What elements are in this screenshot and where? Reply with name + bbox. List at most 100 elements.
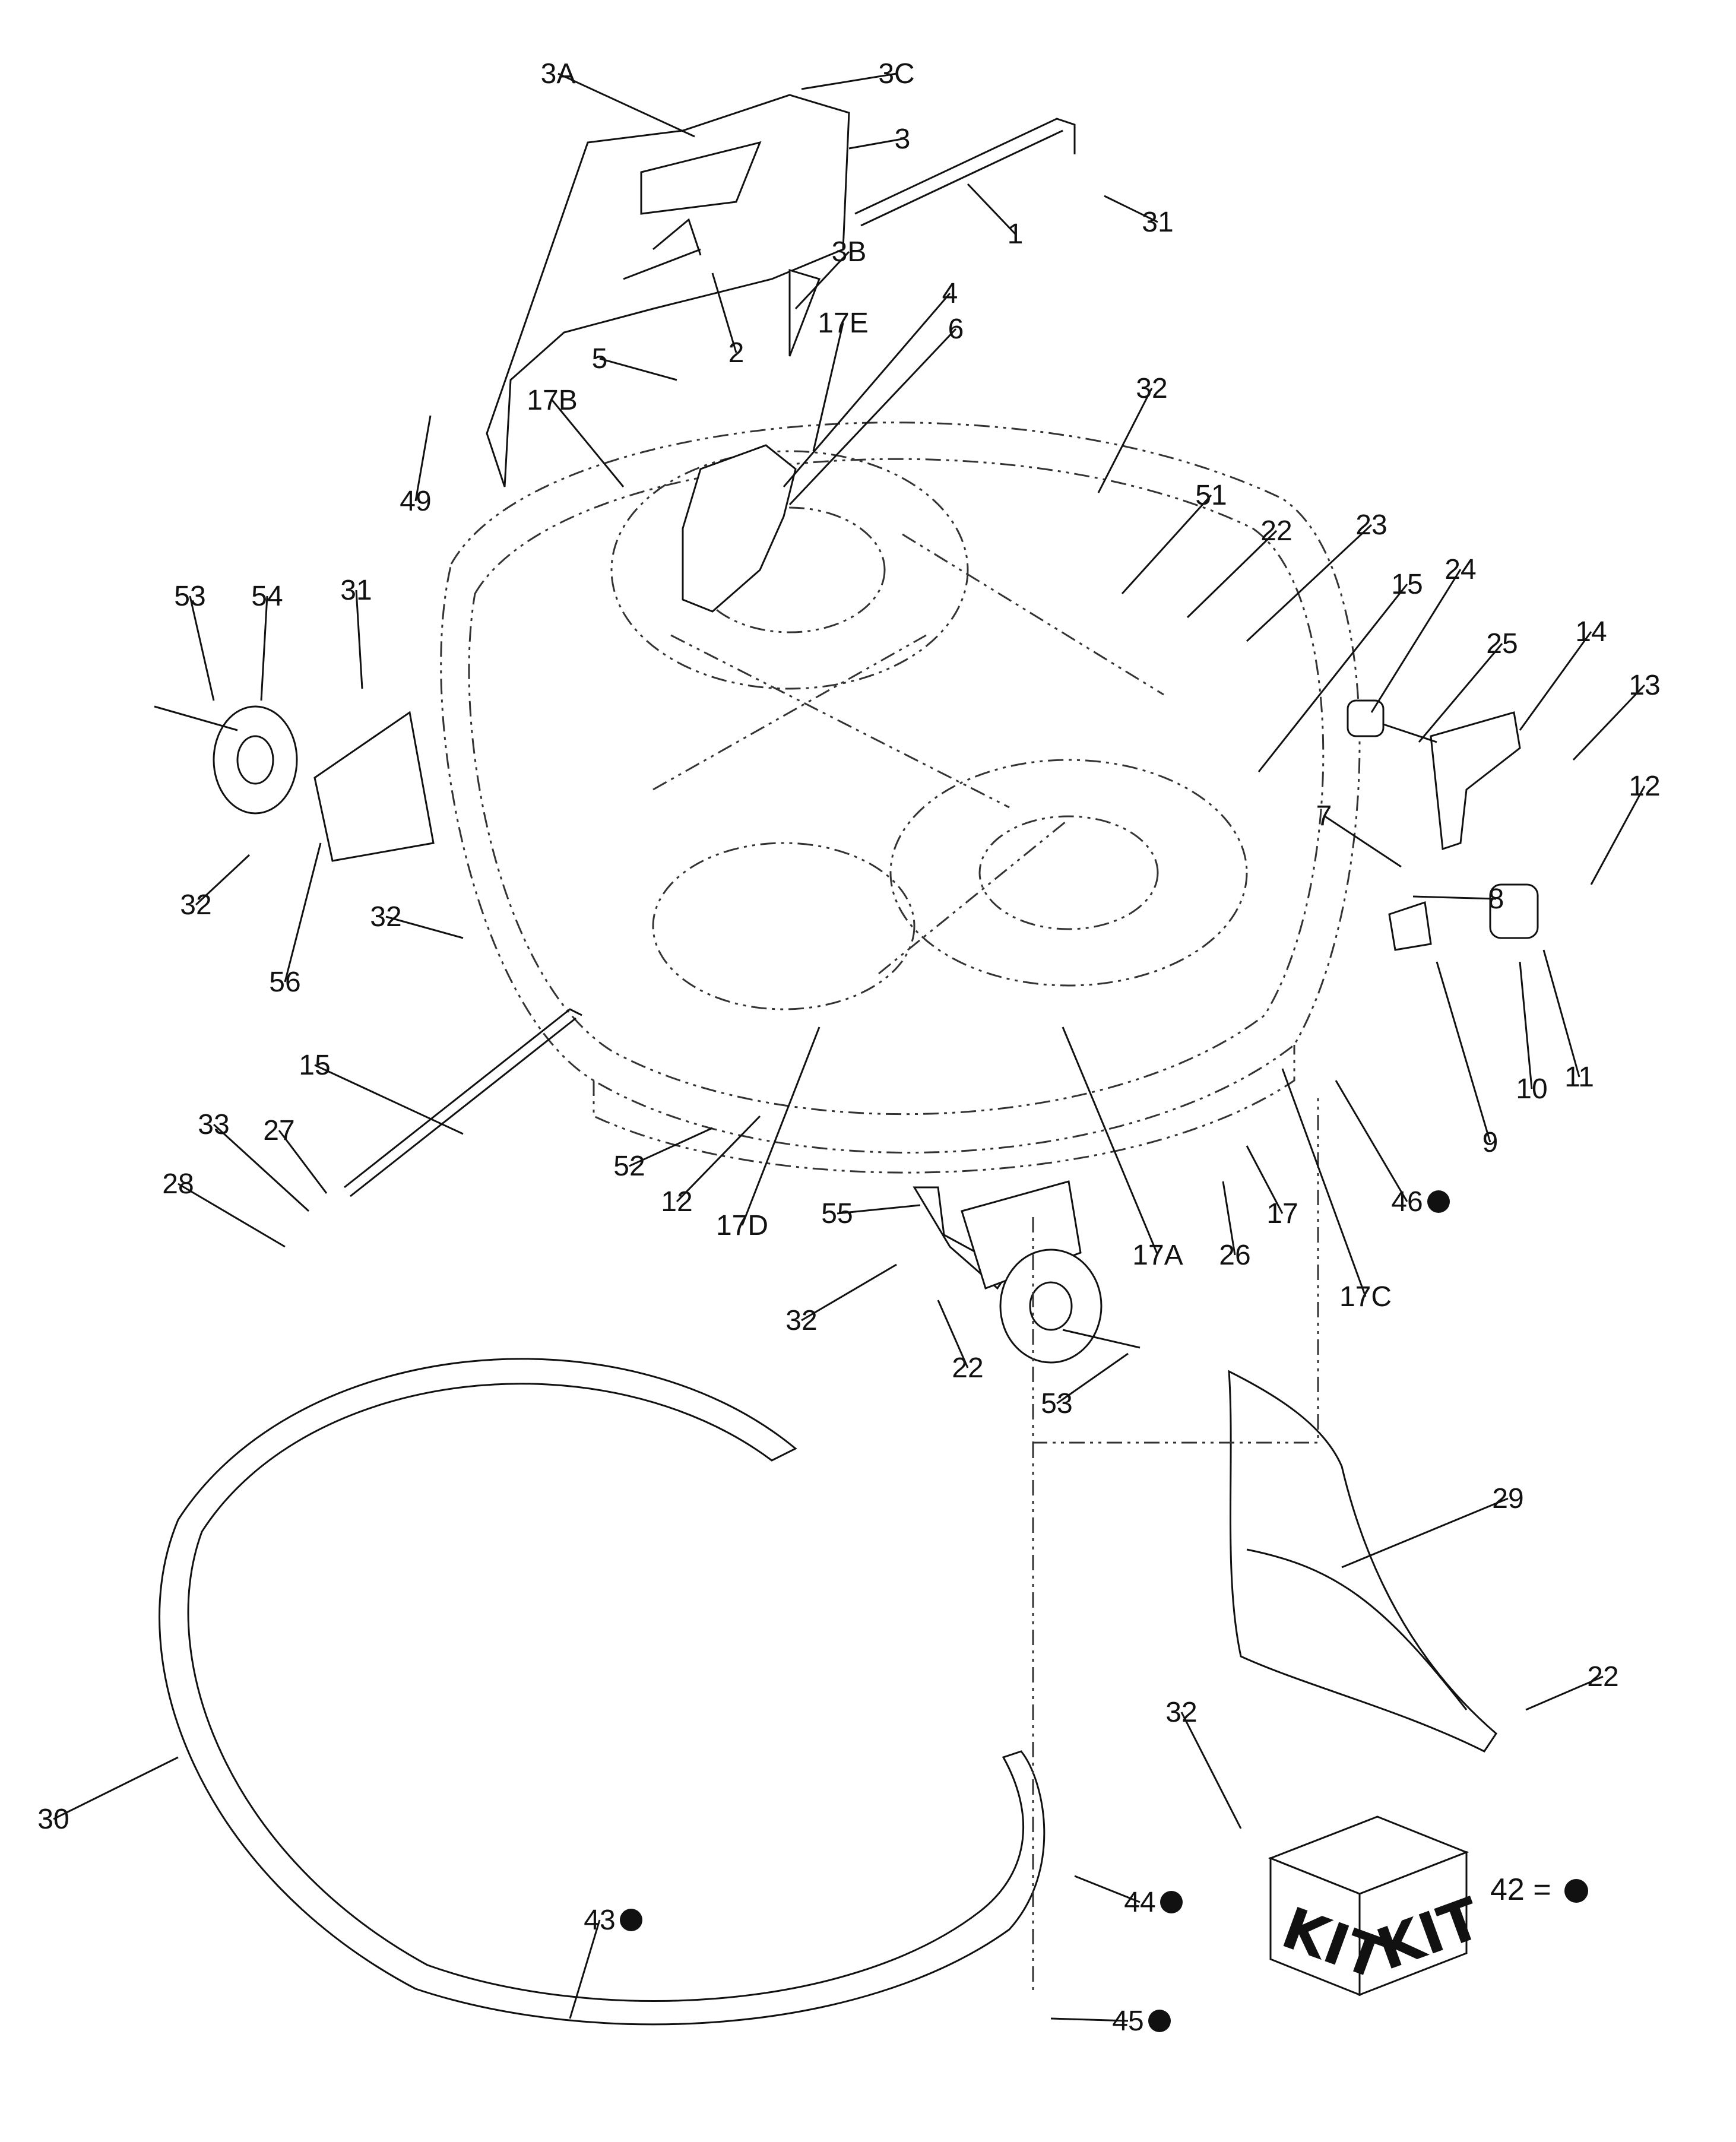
leader-c-3 [848, 138, 903, 150]
leader-c-15b [314, 1064, 464, 1135]
leader-c-26 [1222, 1181, 1236, 1256]
callout-32d: 32 [785, 1305, 817, 1336]
leader-c-44 [1074, 1875, 1141, 1903]
callout-3A: 3A [541, 58, 576, 90]
leader-c-23 [1246, 524, 1373, 642]
callout-4: 4 [942, 278, 958, 309]
leader-c-12a [1590, 785, 1646, 885]
callout-3: 3 [895, 123, 911, 155]
leader-c-17D [741, 1026, 821, 1226]
callout-53a: 53 [174, 581, 205, 612]
leader-c-2 [711, 272, 737, 353]
leader-c-3B [794, 251, 850, 310]
callout-26: 26 [1219, 1240, 1250, 1271]
leader-c-3A [557, 72, 695, 138]
callout-15b: 15 [299, 1050, 330, 1081]
leader-c-56 [284, 842, 322, 983]
leader-c-32a [1097, 388, 1153, 493]
kit-dot-44 [1160, 1891, 1183, 1913]
callout-2: 2 [728, 337, 745, 369]
leader-c-17 [1246, 1145, 1284, 1214]
leader-c-12b [676, 1115, 761, 1203]
callout-17A: 17A [1132, 1240, 1183, 1271]
callout-32b: 32 [180, 889, 211, 921]
callout-9: 9 [1482, 1127, 1499, 1158]
leader-c-31a [1104, 195, 1158, 223]
callout-17: 17 [1266, 1198, 1298, 1230]
callout-12a: 12 [1629, 771, 1660, 802]
kit-dot-46 [1427, 1190, 1450, 1213]
callout-17E: 17E [818, 308, 868, 339]
leader-c-10 [1519, 961, 1533, 1089]
leader-c-46 [1335, 1080, 1408, 1202]
callout-27: 27 [263, 1115, 294, 1146]
leader-c-43 [569, 1919, 601, 2019]
leader-c-17E [812, 322, 844, 452]
callout-1: 1 [1008, 218, 1024, 250]
callout-22b: 22 [952, 1352, 983, 1384]
leader-c-22c [1525, 1675, 1604, 1711]
callout-28: 28 [162, 1168, 194, 1200]
belt-shield-30 [159, 1358, 1046, 2026]
leader-c-7 [1323, 815, 1402, 868]
chute-4 [682, 444, 797, 613]
callout-17C: 17C [1339, 1281, 1392, 1313]
leader-c-22b [937, 1300, 969, 1368]
callout-23: 23 [1355, 509, 1387, 541]
callout-43: 43 [584, 1905, 615, 1936]
kit-dot-45 [1148, 2010, 1171, 2032]
leader-c-17B [551, 400, 625, 487]
callout-32e: 32 [1165, 1697, 1197, 1728]
callout-22a: 22 [1260, 515, 1292, 547]
wheel-bracket-56 [154, 705, 435, 862]
leader-c-3C [801, 72, 897, 90]
shield-29 [1228, 1370, 1497, 1753]
callout-32c: 32 [370, 901, 401, 933]
callout-44: 44 [1124, 1887, 1155, 1918]
callout-25: 25 [1486, 628, 1518, 660]
callout-17D: 17D [716, 1210, 768, 1241]
leader-c-15a [1257, 584, 1408, 772]
leader-c-25 [1418, 643, 1503, 743]
callout-8: 8 [1488, 883, 1504, 915]
leader-c-53b [1056, 1352, 1129, 1405]
leader-c-1 [967, 183, 1016, 235]
callout-53b: 53 [1041, 1388, 1072, 1419]
leader-c-22a [1186, 530, 1278, 619]
leader-c-32c [385, 915, 464, 939]
callout-12b: 12 [661, 1186, 692, 1218]
callout-14: 14 [1575, 616, 1607, 648]
leader-c-29 [1341, 1497, 1509, 1569]
leader-c-6 [788, 328, 957, 506]
leader-c-24 [1370, 569, 1462, 713]
callout-29: 29 [1492, 1483, 1523, 1514]
leader-c-49 [414, 415, 432, 502]
callout-5: 5 [592, 343, 608, 375]
callout-46: 46 [1391, 1186, 1423, 1218]
callout-3B: 3B [832, 236, 867, 268]
leader-c-31b [355, 590, 363, 689]
leader-c-14 [1519, 631, 1592, 731]
leader-c-30 [53, 1756, 179, 1820]
leader-c-28 [178, 1183, 286, 1248]
callout-31b: 31 [340, 575, 372, 606]
leader-c-17C [1281, 1068, 1367, 1297]
mower-deck-phantom [440, 422, 1361, 1174]
callout-22c: 22 [1587, 1661, 1618, 1693]
callout-54: 54 [251, 581, 283, 612]
leader-c-5 [599, 357, 677, 381]
kit-legend-label: 42 = [1490, 1872, 1551, 1907]
rod-1 [854, 118, 1076, 227]
leader-c-55 [837, 1204, 921, 1215]
leader-c-13 [1572, 684, 1646, 761]
discharge-guard [486, 94, 850, 487]
leader-c-11 [1542, 949, 1580, 1078]
callout-55: 55 [821, 1198, 853, 1230]
leader-c-17A [1062, 1026, 1159, 1256]
callout-15a: 15 [1391, 569, 1423, 600]
callout-33: 33 [198, 1109, 229, 1140]
callout-10: 10 [1516, 1073, 1547, 1105]
idler-arm-14 [1347, 699, 1539, 951]
